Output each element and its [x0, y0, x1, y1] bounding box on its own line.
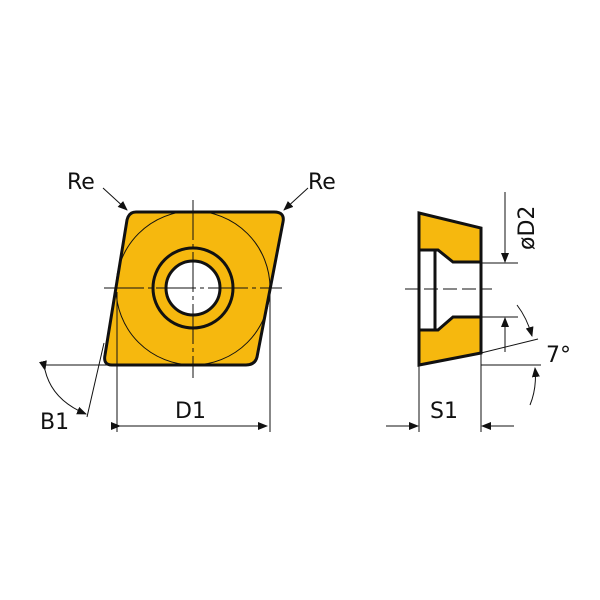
d1-label: D1	[175, 399, 206, 424]
bore-bottom-edge	[419, 315, 481, 332]
re-left-arrow	[102, 187, 128, 211]
insert-side-view: øD2 7° S1	[386, 192, 571, 432]
re-right-arrow	[283, 187, 309, 211]
b1-label: B1	[40, 410, 69, 435]
s1-label: S1	[430, 399, 458, 424]
b1-angle-arc	[39, 360, 87, 415]
re-right-label: Re	[308, 170, 336, 195]
re-left-label: Re	[67, 170, 95, 195]
angle-arc-lower	[529, 367, 540, 406]
angle-edge-line	[480, 338, 539, 354]
d2-label: øD2	[515, 206, 540, 250]
side-body-bottom	[419, 317, 481, 365]
angle-arc-upper	[516, 304, 534, 337]
bore-top-edge	[419, 248, 481, 264]
angle-label: 7°	[546, 343, 571, 368]
b1-edge-line	[86, 342, 105, 418]
insert-top-view: Re Re B1 D1	[39, 170, 336, 435]
